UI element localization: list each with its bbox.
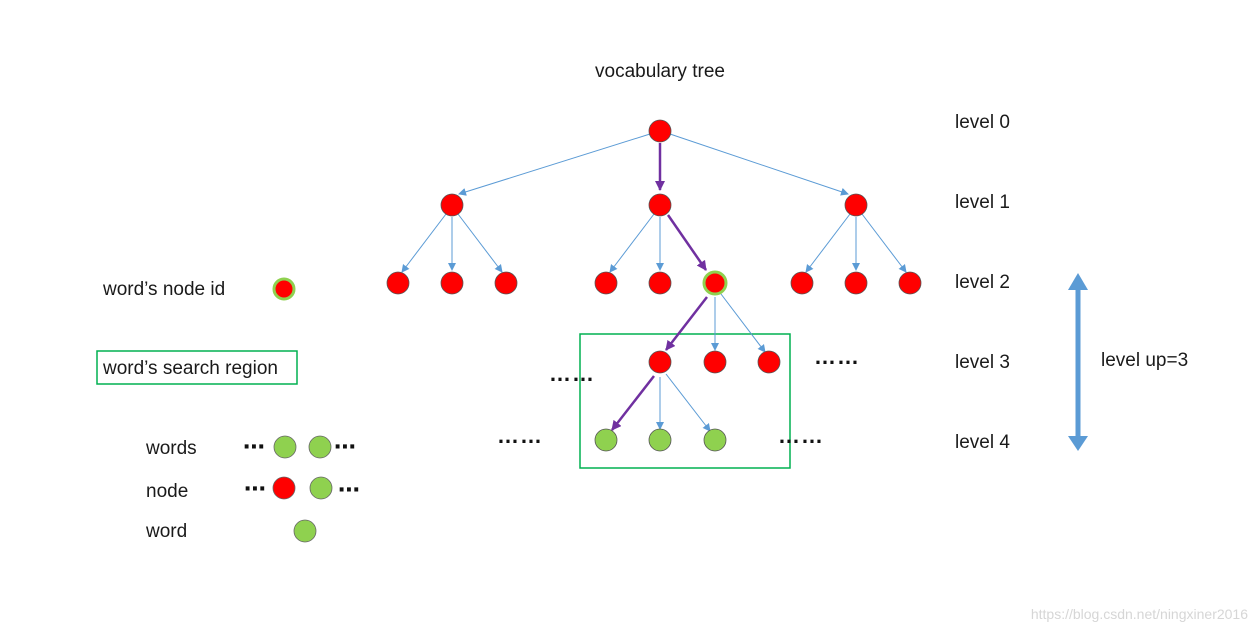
node-level3 bbox=[757, 350, 781, 374]
legend-word-icon bbox=[293, 519, 317, 543]
word-level4 bbox=[648, 428, 672, 452]
word-node-id-node bbox=[702, 270, 728, 296]
level-4-label: level 4 bbox=[955, 432, 1010, 453]
legend-search-region-label: word’s search region bbox=[102, 358, 278, 379]
legend-words-ellipsis-right: ⋯ bbox=[334, 434, 357, 459]
node-level3 bbox=[648, 350, 672, 374]
search-region-box bbox=[579, 333, 791, 469]
level-3-label: level 3 bbox=[955, 352, 1010, 373]
tree-nodes bbox=[386, 119, 922, 452]
legend-words-icon bbox=[308, 435, 332, 459]
legend-search-region-box bbox=[96, 350, 298, 385]
legend: word’s node id word’s search region word… bbox=[96, 277, 361, 543]
diagram-title: vocabulary tree bbox=[595, 61, 725, 82]
legend-words-icon bbox=[273, 435, 297, 459]
word-level4 bbox=[703, 428, 727, 452]
word-level4 bbox=[594, 428, 618, 452]
node-level2 bbox=[790, 271, 814, 295]
level-up-label: level up=3 bbox=[1101, 350, 1188, 371]
ellipsis-level3-left: …… bbox=[549, 361, 595, 386]
node-level0 bbox=[648, 119, 672, 143]
ellipsis-level3-right: …… bbox=[814, 344, 860, 369]
legend-words-ellipsis-left: ⋯ bbox=[243, 434, 266, 459]
legend-node-word-icon bbox=[309, 476, 333, 500]
ellipsis-level4-left: …… bbox=[497, 423, 543, 448]
node-level2 bbox=[440, 271, 464, 295]
legend-node-ellipsis-right: ⋯ bbox=[338, 477, 361, 502]
node-level2 bbox=[386, 271, 410, 295]
search-path bbox=[611, 143, 708, 431]
node-level1 bbox=[844, 193, 868, 217]
node-level1 bbox=[648, 193, 672, 217]
tree-edges bbox=[401, 133, 907, 432]
legend-node-id-label: word’s node id bbox=[102, 279, 225, 300]
node-level2 bbox=[898, 271, 922, 295]
node-level1 bbox=[440, 193, 464, 217]
level-0-label: level 0 bbox=[955, 112, 1010, 133]
node-level2 bbox=[648, 271, 672, 295]
legend-word-label: word bbox=[145, 521, 187, 542]
node-level3 bbox=[703, 350, 727, 374]
level-1-label: level 1 bbox=[955, 192, 1010, 213]
legend-node-ellipsis-left: ⋯ bbox=[244, 476, 267, 501]
node-level2 bbox=[844, 271, 868, 295]
legend-node-label: node bbox=[146, 481, 188, 502]
legend-node-id-icon bbox=[272, 277, 296, 301]
legend-node-icon bbox=[272, 476, 296, 500]
watermark: https://blog.csdn.net/ningxiner2016 bbox=[1031, 606, 1248, 622]
legend-words-label: words bbox=[145, 438, 197, 459]
ellipsis-level4-right: …… bbox=[778, 423, 824, 448]
level-up-arrow bbox=[1068, 273, 1088, 451]
level-2-label: level 2 bbox=[955, 272, 1010, 293]
node-level2 bbox=[494, 271, 518, 295]
node-level2 bbox=[594, 271, 618, 295]
